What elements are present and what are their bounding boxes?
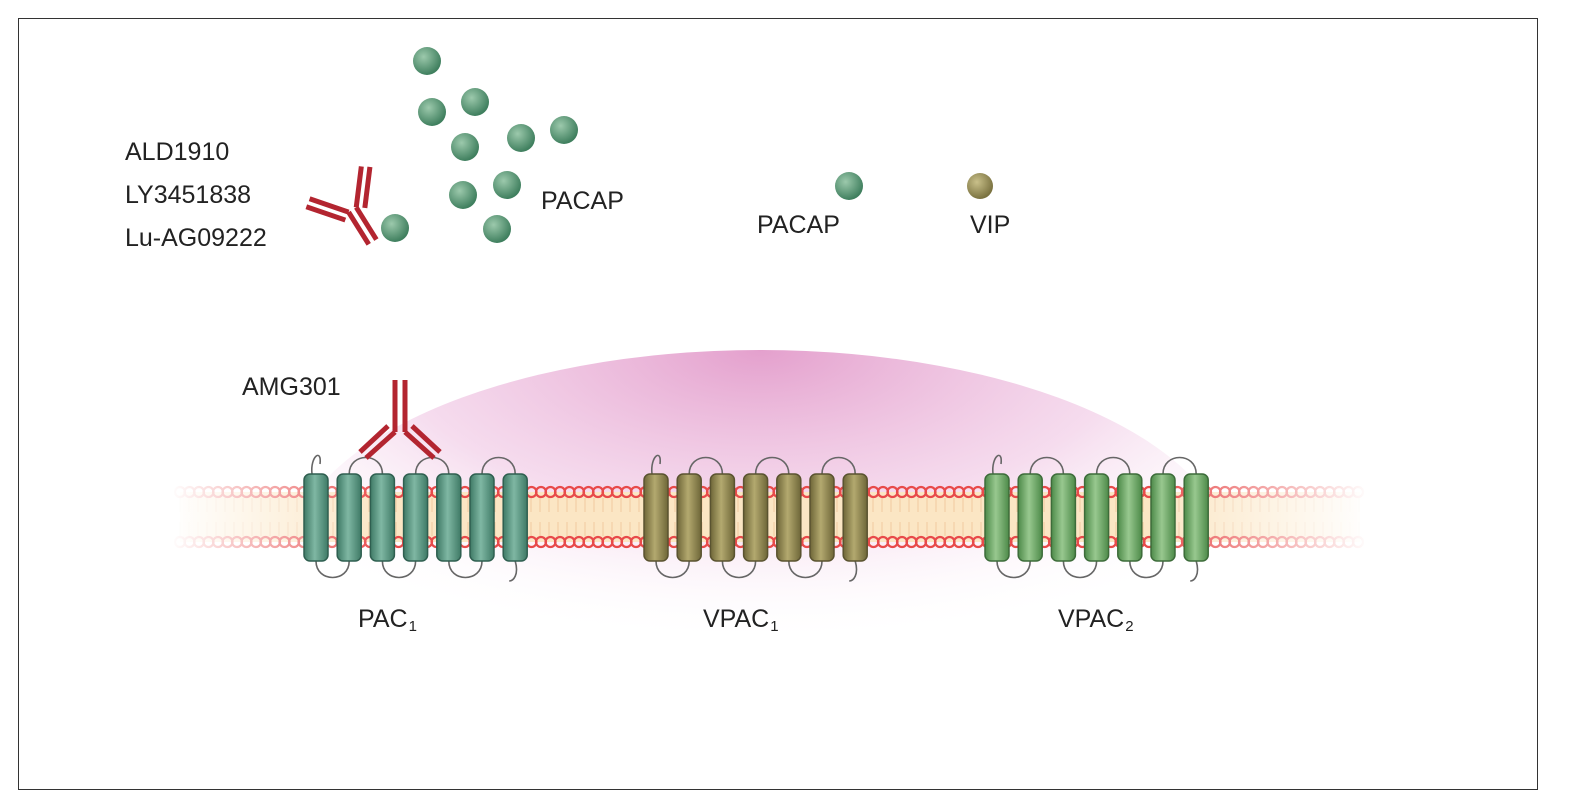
- receptor-helix: [809, 473, 835, 562]
- receptor-loop: [1062, 560, 1098, 579]
- pacap-molecule: [418, 98, 446, 126]
- pacap-molecule: [550, 116, 578, 144]
- receptor-helix: [643, 473, 669, 562]
- legend-pacap-ball: [835, 172, 863, 200]
- receptor-loop: [1129, 560, 1164, 579]
- pacap-molecule: [451, 133, 479, 161]
- pacap-molecule: [449, 181, 477, 209]
- receptor-group: [303, 454, 1209, 582]
- ligand-antibody-icon: [305, 166, 379, 246]
- antibody-name-2: LY3451838: [125, 181, 252, 209]
- receptor-loop: [788, 560, 823, 579]
- pacap-molecule: [413, 47, 441, 75]
- receptor-n-terminus: [651, 454, 661, 475]
- legend-pacap-label: PACAP: [757, 211, 840, 239]
- receptor-n-terminus: [992, 454, 1002, 475]
- receptor-helix: [1050, 473, 1077, 562]
- receptor-loop: [996, 560, 1031, 579]
- receptor-loop: [1095, 456, 1131, 475]
- receptor-helix: [336, 473, 362, 562]
- receptor-2: [643, 454, 868, 582]
- receptor-helix: [469, 473, 495, 562]
- pacap-molecule: [381, 214, 409, 242]
- legend-vip-ball: [967, 173, 993, 199]
- receptor-helix: [369, 473, 396, 562]
- receptor-helix: [1117, 473, 1143, 562]
- receptor-helix: [303, 473, 329, 562]
- receptor-loop: [1029, 456, 1065, 475]
- receptor-helix: [676, 473, 702, 562]
- receptor-helix: [842, 473, 868, 562]
- receptor-antibody-label: AMG301: [242, 373, 341, 401]
- receptor-label-vpac1: VPAC1: [703, 605, 779, 635]
- receptor-c-terminus: [1190, 560, 1199, 582]
- receptor-1: [303, 454, 528, 582]
- pacap-molecule: [461, 88, 489, 116]
- receptor-c-terminus: [849, 560, 858, 582]
- receptor-helix: [776, 473, 802, 562]
- receptor-helix: [402, 473, 429, 562]
- pacap-cluster: [381, 47, 578, 243]
- receptor-loop: [655, 560, 690, 579]
- receptor-helix: [1150, 473, 1176, 562]
- receptor-loop: [721, 560, 757, 579]
- receptor-3: [984, 454, 1209, 582]
- receptor-antibody-icon: [358, 380, 442, 460]
- receptor-n-terminus: [311, 454, 321, 475]
- receptor-loop: [688, 456, 724, 475]
- receptor-helix: [1017, 473, 1043, 562]
- receptor-helix: [1083, 473, 1110, 562]
- receptor-label-vpac2: VPAC2: [1058, 605, 1134, 635]
- receptor-helix: [709, 473, 736, 562]
- receptor-loop: [1162, 456, 1197, 475]
- pacap-molecule: [493, 171, 521, 199]
- receptor-helix: [1183, 473, 1209, 562]
- pacap-molecule: [507, 124, 535, 152]
- receptor-loop: [381, 560, 417, 579]
- receptor-c-terminus: [509, 560, 518, 582]
- receptor-helix: [742, 473, 769, 562]
- receptor-label-pac1: PAC1: [358, 605, 417, 635]
- receptor-helix: [984, 473, 1010, 562]
- legend-vip-label: VIP: [970, 211, 1011, 239]
- pacap-molecule: [483, 215, 511, 243]
- receptor-helix: [502, 473, 528, 562]
- receptor-loop: [315, 560, 350, 579]
- antibody-name-1: ALD1910: [125, 138, 230, 166]
- receptor-loop: [448, 560, 483, 579]
- receptor-loop: [481, 456, 516, 475]
- antibody-name-3: Lu-AG09222: [125, 224, 267, 252]
- receptor-helix: [436, 473, 462, 562]
- pacap-cluster-label: PACAP: [541, 187, 624, 215]
- receptor-loop: [821, 456, 856, 475]
- receptor-loop: [754, 456, 790, 475]
